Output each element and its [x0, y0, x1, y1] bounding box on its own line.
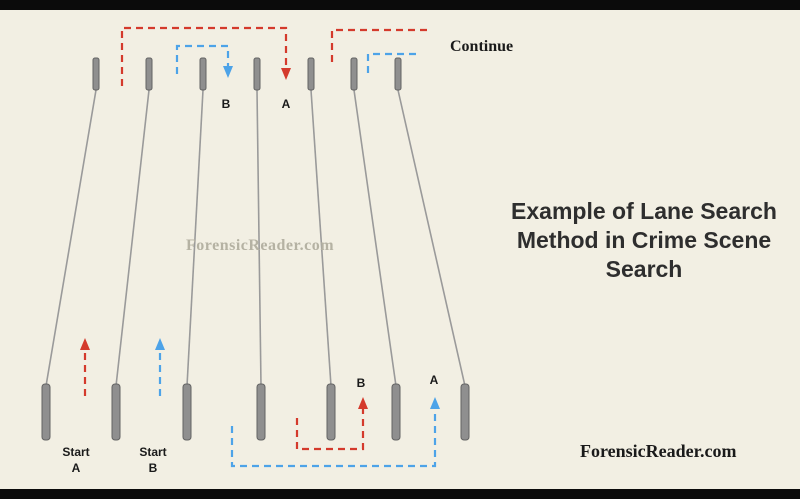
- stake: [253, 57, 261, 91]
- stake: [199, 57, 207, 91]
- path-a-bottom-turn: [295, 409, 365, 451]
- lane-line: [186, 89, 204, 387]
- figure-title-line3: Search: [605, 256, 683, 282]
- path-b-continue: [366, 52, 420, 73]
- start-a-label-line1: Start: [62, 445, 89, 459]
- top-lane-b-label: B: [222, 97, 231, 111]
- path-b-bottom-up-arrow-icon: [430, 397, 440, 409]
- path-a-bottom-up-arrow-icon: [358, 397, 368, 409]
- figure-title-line2: Method in Crime Scene: [516, 227, 772, 253]
- stake: [460, 383, 470, 441]
- path-b-top-turn: [175, 44, 230, 74]
- stake: [394, 57, 402, 91]
- letterbox-bottom: [0, 489, 800, 499]
- stake: [41, 383, 51, 441]
- bottom-lane-b-label: B: [357, 376, 366, 390]
- stake: [391, 383, 401, 441]
- path-a-continue: [330, 28, 430, 62]
- start-b-label-line1: Start: [139, 445, 166, 459]
- stake: [145, 57, 153, 91]
- lane-line: [310, 89, 332, 387]
- start-b-label-line2: B: [149, 461, 158, 475]
- stake: [92, 57, 100, 91]
- bottom-lane-a-label: A: [430, 373, 439, 387]
- stake: [326, 383, 336, 441]
- search-path-a: [80, 26, 430, 451]
- stake: [350, 57, 358, 91]
- path-a-top-turn: [120, 26, 288, 86]
- letterbox-top: [0, 0, 800, 10]
- top-lane-a-label: A: [282, 97, 291, 111]
- path-b-down-arrow-icon: [223, 66, 233, 78]
- watermark: ForensicReader.com: [186, 237, 335, 254]
- figure-title: Example of Lane Search Method in Crime S…: [506, 197, 782, 284]
- path-b-up-arrow-icon: [155, 338, 165, 350]
- lane-line: [45, 89, 97, 387]
- lane-lines: [45, 89, 466, 387]
- lane-line: [256, 89, 262, 387]
- stake: [182, 383, 192, 441]
- start-a-label-line2: A: [72, 461, 81, 475]
- brand-text: ForensicReader.com: [580, 441, 737, 461]
- path-a-up-arrow-icon: [80, 338, 90, 350]
- continue-label: Continue: [450, 38, 513, 55]
- stake: [111, 383, 121, 441]
- start-b-label: Start B: [139, 445, 166, 475]
- stakes-bottom: [41, 383, 470, 441]
- stake: [256, 383, 266, 441]
- search-path-b: [155, 44, 440, 468]
- stake: [307, 57, 315, 91]
- lane-line: [397, 89, 466, 387]
- lane-line: [353, 89, 397, 387]
- lane-line: [115, 89, 150, 387]
- figure-title-line1: Example of Lane Search: [511, 198, 777, 224]
- start-a-label: Start A: [62, 445, 89, 475]
- path-a-down-arrow-icon: [281, 68, 291, 80]
- stakes-top: [92, 57, 402, 91]
